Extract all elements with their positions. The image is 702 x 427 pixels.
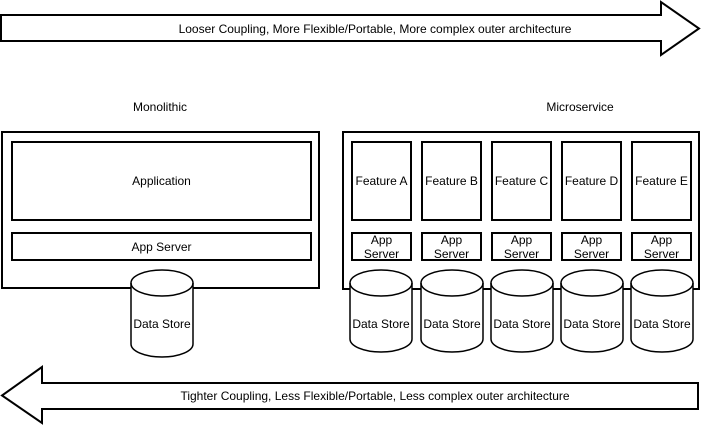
monolithic-title: Monolithic [132,99,188,114]
microservice-app-server-box: App Server [561,232,622,261]
microservice-app-server-box: App Server [351,232,412,261]
microservice-app-server-label: App Server [573,232,610,261]
feature-b-box: Feature B [421,141,482,221]
microservice-app-server-label: App Server [433,232,470,261]
left-arrow-icon [0,365,699,425]
monolithic-app-server-box: App Server [11,232,312,261]
feature-b-label: Feature B [425,174,478,188]
microservice-app-server-label: App Server [363,232,400,261]
microservice-app-server-box: App Server [491,232,552,261]
microservice-data-store-label: Data Store [352,316,410,331]
microservice-title: Microservice [546,99,614,114]
microservice-data-store-label: Data Store [493,316,551,331]
feature-d-box: Feature D [561,141,622,221]
feature-a-label: Feature A [355,174,408,188]
microservice-data-store-cylinder-icon [560,269,624,353]
bottom-arrow-label: Tighter Coupling, Less Flexible/Portable… [180,389,570,403]
microservice-data-store-cylinder-icon [630,269,694,353]
monolithic-application-label: Application [132,174,191,188]
microservice-data-store-label: Data Store [423,316,481,331]
feature-e-box: Feature E [631,141,692,221]
microservice-app-server-label: App Server [643,232,680,261]
microservice-data-store-cylinder-icon [349,269,413,353]
top-arrow-label: Looser Coupling, More Flexible/Portable,… [178,22,572,36]
monolithic-app-server-label: App Server [131,239,192,254]
feature-d-label: Feature D [564,174,619,188]
monolithic-data-store-cylinder-icon [130,269,194,358]
microservice-app-server-box: App Server [421,232,482,261]
microservice-data-store-label: Data Store [633,316,691,331]
microservice-app-server-label: App Server [503,232,540,261]
microservice-data-store-cylinder-icon [420,269,484,353]
microservice-data-store-cylinder-icon [490,269,554,353]
microservice-data-store-label: Data Store [563,316,621,331]
feature-c-box: Feature C [491,141,552,221]
feature-a-box: Feature A [351,141,412,221]
feature-e-label: Feature E [635,174,688,188]
microservice-app-server-box: App Server [631,232,692,261]
monolithic-data-store-label: Data Store [133,316,191,331]
right-arrow-icon [0,0,701,57]
feature-c-label: Feature C [494,174,549,188]
monolithic-application-box: Application [11,141,312,221]
